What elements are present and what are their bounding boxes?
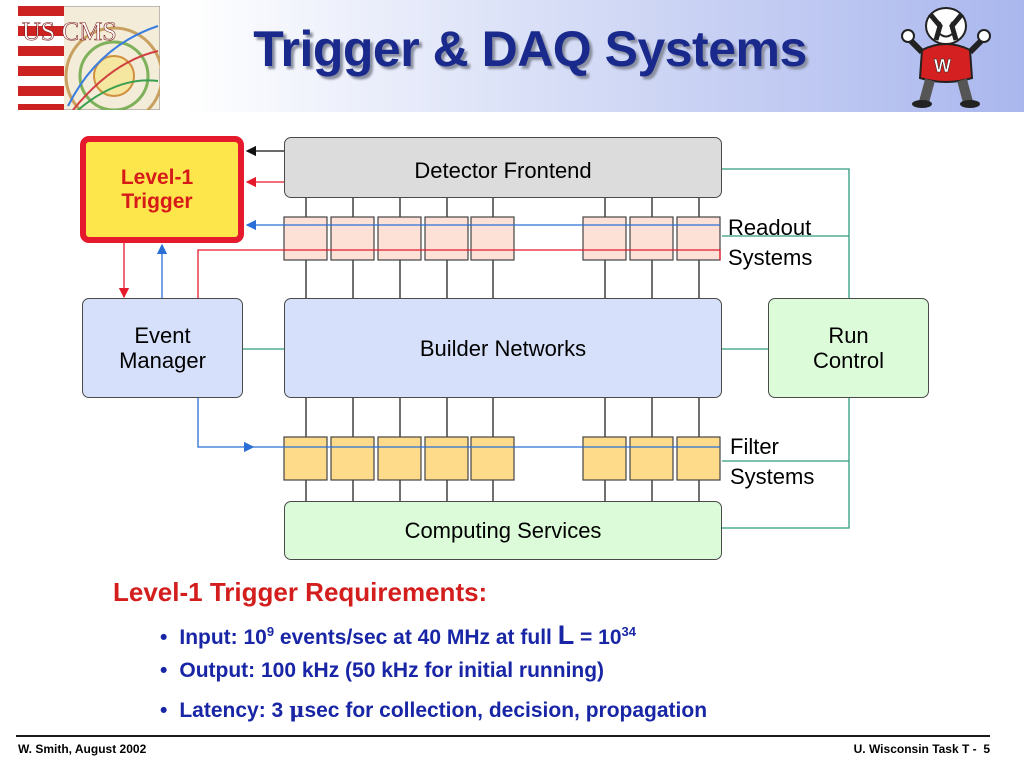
bullet-dot: • — [160, 659, 168, 682]
us-cms-logo-text: US CMS — [22, 17, 117, 46]
footer-author-date: W. Smith, August 2002 — [18, 742, 147, 756]
output-text: Output: 100 kHz (50 kHz for initial runn… — [179, 659, 605, 682]
detector-frontend-label: Detector Frontend — [414, 158, 592, 183]
run-control-label: Run Control — [813, 323, 884, 373]
run-control-links — [243, 168, 850, 529]
latency-text: Latency: 3 — [179, 699, 290, 722]
level1-trigger-box: Level-1 Trigger — [80, 136, 244, 243]
footer-page-info: U. Wisconsin Task T - 5 — [853, 742, 990, 756]
badger-mascot-logo: W — [901, 7, 991, 108]
bullet-dot: • — [160, 699, 168, 722]
svg-text:W: W — [934, 56, 951, 76]
input-exponent-1: 9 — [266, 624, 275, 639]
readout-systems-label: Readout Systems — [728, 215, 813, 270]
requirement-output: • Output: 100 kHz (50 kHz for initial run… — [160, 659, 604, 683]
page-title: Trigger & DAQ Systems — [253, 21, 807, 77]
event-manager-to-filter-arrow — [197, 398, 255, 453]
us-cms-logo: US CMS — [18, 6, 160, 110]
requirements-heading: Level-1 Trigger Requirements: — [113, 577, 488, 607]
luminosity-symbol: L — [557, 620, 575, 650]
latency-text-post: sec for collection, decision, propagatio… — [304, 699, 708, 722]
input-text-mid: events/sec at 40 MHz at full — [274, 626, 558, 649]
computing-services-box: Computing Services — [284, 501, 722, 560]
readout-units — [283, 216, 721, 261]
input-exponent-2: 34 — [621, 624, 636, 639]
filter-units — [283, 436, 721, 481]
event-manager-box: Event Manager — [82, 298, 243, 398]
readout-to-trigger-line — [197, 249, 721, 298]
footer-divider — [16, 735, 990, 737]
header-band — [0, 0, 1024, 112]
bullet-dot: • — [160, 626, 168, 649]
detector-frontend-box: Detector Frontend — [284, 137, 722, 198]
requirement-latency: • Latency: 3 μsec for collection, decisio… — [160, 697, 707, 723]
event-manager-label: Event Manager — [119, 323, 206, 373]
builder-networks-box: Builder Networks — [284, 298, 722, 398]
input-text: Input: 10 — [179, 626, 267, 649]
level1-trigger-label: Level-1 Trigger — [120, 165, 194, 213]
builder-networks-label: Builder Networks — [419, 335, 587, 361]
mu-symbol: μ — [289, 697, 305, 722]
input-text-eq: = 10 — [574, 626, 622, 649]
requirement-input: • Input: 109 events/sec at 40 MHz at full… — [160, 620, 636, 651]
filter-systems-label: Filter Systems — [730, 434, 815, 489]
computing-services-label: Computing Services — [404, 518, 602, 543]
run-control-box: Run Control — [768, 298, 929, 398]
